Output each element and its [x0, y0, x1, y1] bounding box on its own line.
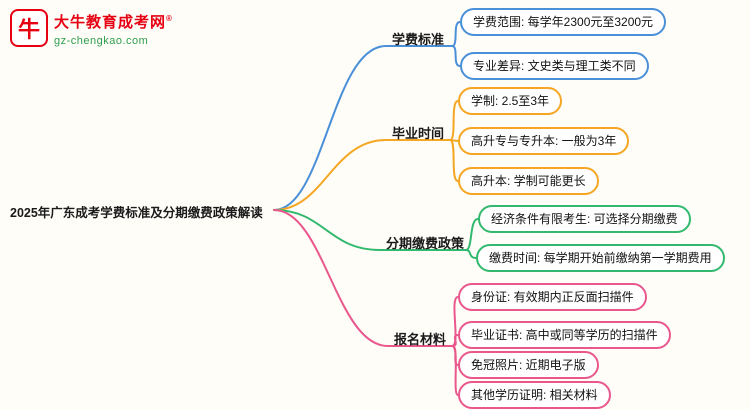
branch-curves-tuition	[273, 21, 461, 211]
leaf-payment-time: 缴费时间: 每学期开始前缴纳第一学期费用	[476, 244, 725, 272]
leaf-tuition-major-difference: 专业差异: 文史类与理工类不同	[460, 52, 649, 80]
leaf-id-card: 身份证: 有效期内正反面扫描件	[458, 283, 647, 311]
leaf-other-certificates: 其他学历证明: 相关材料	[458, 381, 611, 409]
registered-mark: ®	[166, 14, 173, 23]
root-topic: 2025年广东成考学费标准及分期缴费政策解读	[10, 206, 263, 220]
branch-curves-materials	[273, 209, 459, 396]
logo-domain: gz-chengkao.com	[54, 35, 149, 47]
branch-label-materials: 报名材料	[394, 332, 447, 347]
leaf-diploma: 毕业证书: 高中或同等学历的扫描件	[458, 321, 671, 349]
leaf-installment-eligibility: 经济条件有限考生: 可选择分期缴费	[478, 205, 691, 233]
leaf-photo: 免冠照片: 近期电子版	[458, 351, 599, 379]
logo-text-block: 大牛教育成考网® gz-chengkao.com	[54, 9, 173, 47]
logo-title: 大牛教育成考网®	[54, 11, 173, 32]
branch-label-installment: 分期缴费政策	[386, 236, 465, 251]
branch-label-graduation: 毕业时间	[392, 126, 445, 141]
leaf-tuition-range: 学费范围: 每学年2300元至3200元	[460, 8, 667, 36]
branch-curves-installment	[273, 209, 479, 259]
logo-title-text: 大牛教育成考网	[54, 14, 167, 31]
leaf-gaoshengzhuan-duration: 高升专与专升本: 一般为3年	[458, 127, 630, 155]
branch-label-tuition: 学费标准	[392, 32, 445, 47]
bull-logo-icon: 牛	[10, 9, 48, 47]
site-logo: 牛 大牛教育成考网® gz-chengkao.com	[10, 9, 173, 47]
leaf-gaoshengben-duration: 高升本: 学制可能更长	[458, 167, 599, 195]
leaf-study-duration: 学制: 2.5至3年	[458, 87, 563, 115]
branch-curves-graduation	[273, 100, 459, 211]
